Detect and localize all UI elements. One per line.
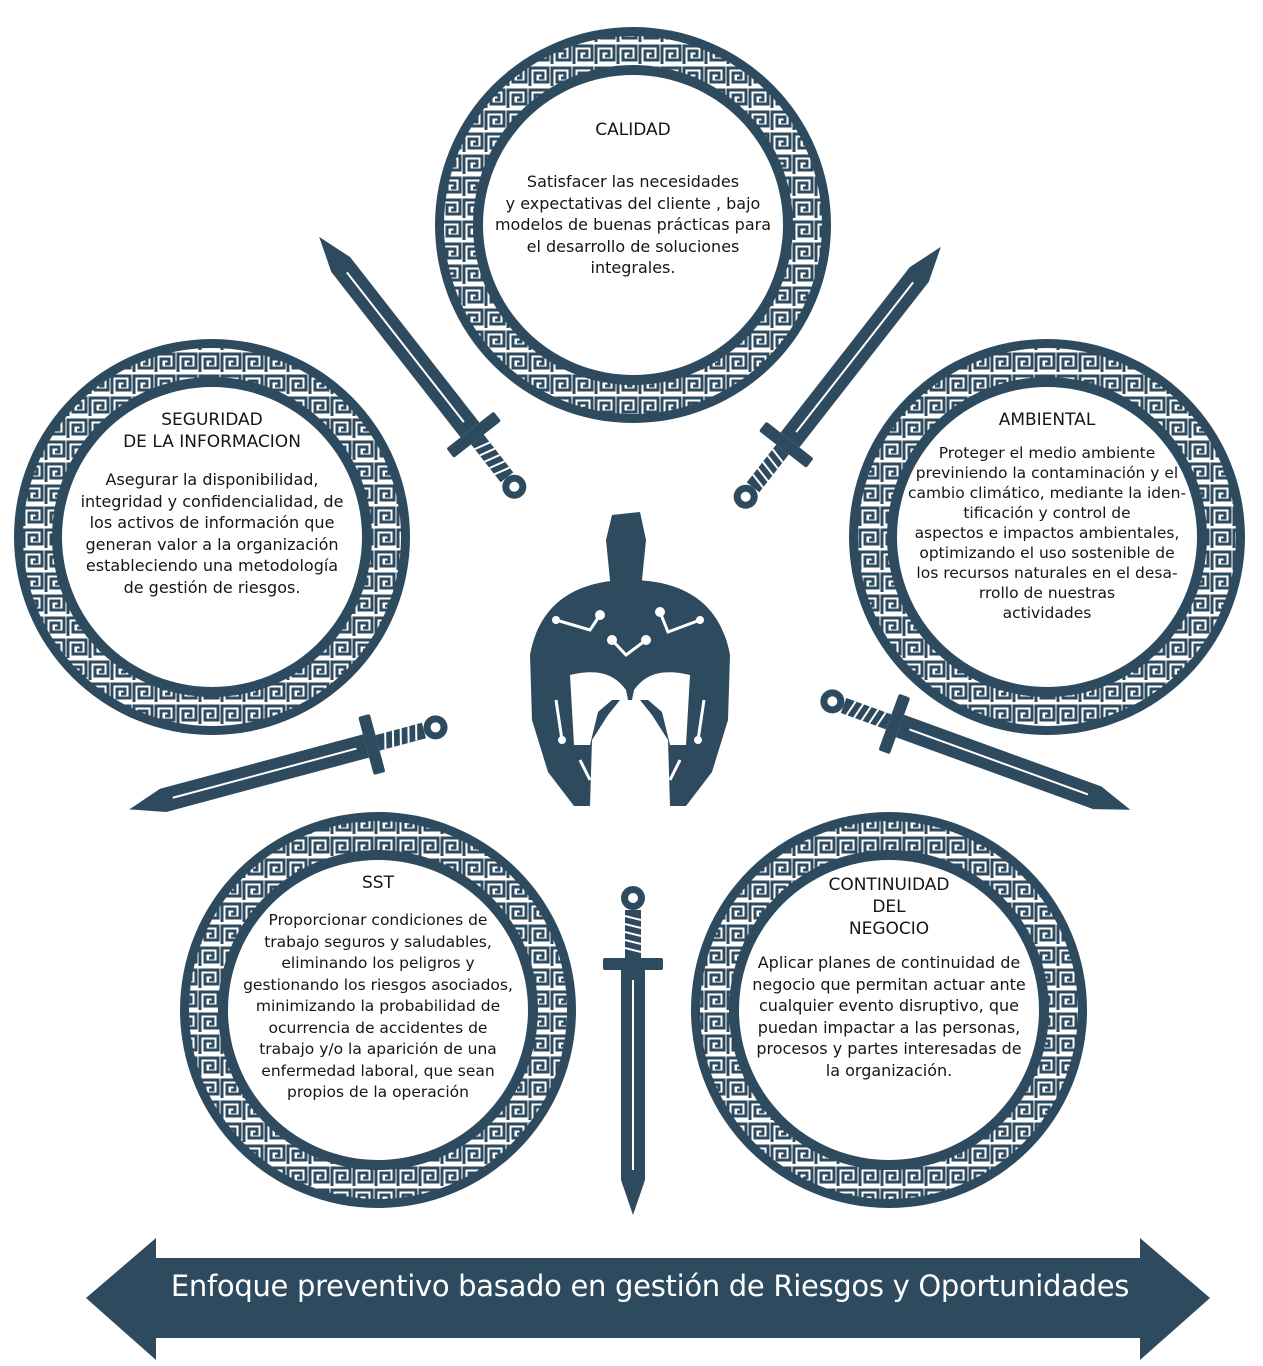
pillar-description: Proteger el medio ambiente previniendo l… — [907, 444, 1187, 622]
ring-seguridad — [14, 339, 410, 735]
pillar-description: Asegurar la disponibilidad, integridad y… — [80, 470, 344, 597]
pillar-calidad: CALIDAD Satisfacer las necesidades y exp… — [457, 49, 809, 401]
ring-sst — [180, 812, 576, 1208]
pillar-description: Aplicar planes de continuidad de negocio… — [752, 953, 1026, 1080]
pillar-title: CALIDAD — [595, 120, 671, 140]
pillar-title: AMBIENTAL — [998, 410, 1096, 430]
pillar-title: CONTINUIDAD DEL NEGOCIO — [828, 875, 950, 939]
pillar-sst: SST Proporcionar condiciones de trabajo … — [202, 834, 554, 1186]
ring-calidad — [435, 27, 831, 423]
banner-arrow — [86, 1238, 1210, 1360]
pillar-continuidad: CONTINUIDAD DEL NEGOCIO Aplicar planes d… — [713, 834, 1065, 1186]
pillar-ambiental: AMBIENTAL Proteger el medio ambiente pre… — [871, 361, 1223, 713]
ring-continuidad — [691, 812, 1087, 1208]
ring-ambiental — [849, 339, 1245, 735]
sword-icon-bottom — [602, 885, 664, 1216]
pillar-description: Proporcionar condiciones de trabajo segu… — [243, 911, 513, 1101]
banner-label: Enfoque preventivo basado en gestión de … — [170, 1269, 1130, 1303]
pillar-title: SEGURIDAD DE LA INFORMACION — [123, 410, 301, 452]
pillar-title: SST — [362, 873, 394, 893]
spartan-helmet-circuit-icon — [530, 512, 730, 806]
pillar-seguridad: SEGURIDAD DE LA INFORMACION Asegurar la … — [36, 361, 388, 713]
pillar-description: Satisfacer las necesidades y expectativa… — [494, 172, 772, 277]
